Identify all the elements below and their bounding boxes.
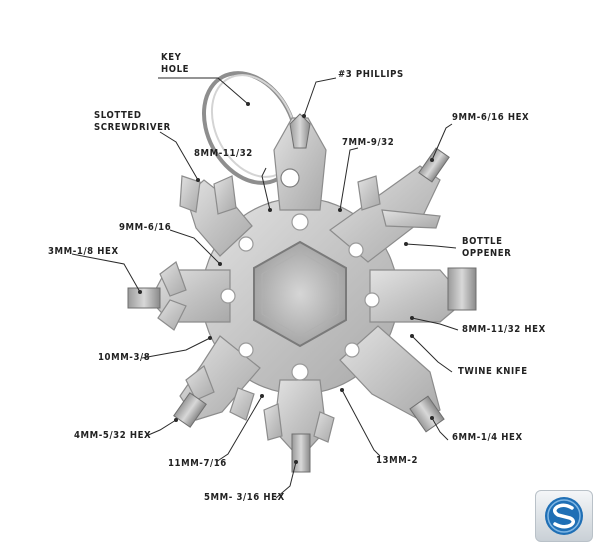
leader-lines <box>71 77 459 499</box>
label-bottle-opener: BOTTLE OPPENER <box>462 236 512 259</box>
label-9mm-6-16-hex: 9MM-6/16 HEX <box>452 112 530 123</box>
label-11mm-7-16: 11MM-7/16 <box>168 458 227 469</box>
label-3mm-1-8-hex: 3MM-1/8 HEX <box>48 246 119 257</box>
label-twine-knife: TWINE KNIFE <box>458 366 528 377</box>
label-8mm-11-32-hex: 8MM-11/32 HEX <box>462 324 546 335</box>
label-8mm-11-32: 8MM-11/32 <box>194 148 253 159</box>
label-phillips: #3 PHILLIPS <box>338 69 404 80</box>
label-10mm-3-8: 10MM-3/8 <box>98 352 151 363</box>
label-6mm-1-4-hex: 6MM-1/4 HEX <box>452 432 523 443</box>
s-brand-logo-icon <box>545 497 583 535</box>
label-4mm-5-32-hex: 4MM-5/32 HEX <box>74 430 152 441</box>
snowflake-body <box>149 117 467 453</box>
label-5mm-3-16-hex: 5MM- 3/16 HEX <box>204 492 285 503</box>
label-slotted-screwdriver: SLOTTED SCREWDRIVER <box>94 110 171 133</box>
label-13mm-2: 13MM-2 <box>376 455 419 466</box>
label-9mm-6-16: 9MM-6/16 <box>119 222 172 233</box>
label-7mm-9-32: 7MM-9/32 <box>342 137 395 148</box>
brand-logo <box>535 490 593 542</box>
hex-bits <box>127 113 477 473</box>
label-key-hole: KEY HOLE <box>161 52 190 75</box>
